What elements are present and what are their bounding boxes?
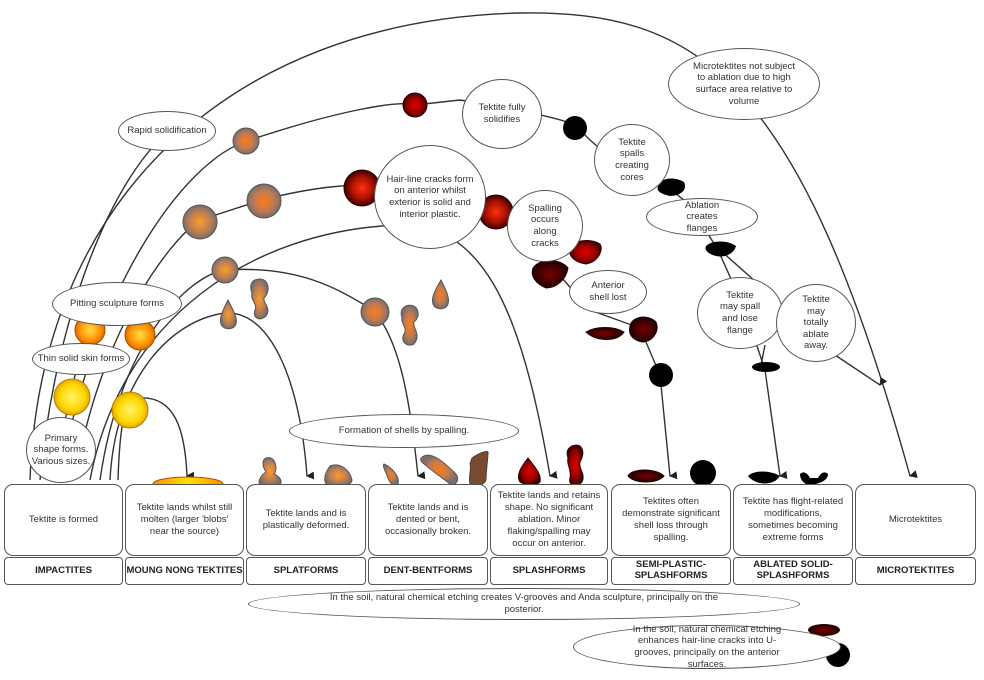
soil-shell — [808, 624, 840, 636]
bubble-anterior-shell-lost: Anterior shell lost — [569, 270, 647, 314]
cooling-droplet — [246, 183, 282, 219]
bubble-spalling-along-cracks: Spalling occurs along cracks — [507, 190, 583, 262]
bubble-rapid-solidification: Rapid solidification — [118, 111, 216, 151]
cooling-droplet — [182, 204, 218, 240]
splatform-shape — [324, 464, 353, 487]
dent-bent-shape — [383, 463, 399, 486]
bubble-soil-v-grooves: In the soil, natural chemical etching cr… — [248, 588, 800, 620]
category-description: Tektite lands and retains shape. No sign… — [490, 484, 608, 556]
core-black — [657, 178, 686, 196]
bubble-ablation-flanges: Ablation creates flanges — [646, 198, 758, 236]
bubble-soil-u-grooves: In the soil, natural chemical etching en… — [573, 624, 841, 670]
dumbbell-shape — [400, 304, 419, 346]
arc-rapid-solidification — [39, 129, 171, 481]
category-description: Tektite lands whilst still molten (large… — [125, 484, 244, 556]
category-name: MOUNG NONG TEKTITES — [125, 557, 244, 585]
category-name: IMPACTITES — [4, 557, 123, 585]
category-name: MICROTEKTITES — [855, 557, 976, 585]
teardrop-shape — [219, 298, 237, 330]
category-description: Tektite lands and is plastically deforme… — [246, 484, 366, 556]
bubble-formation-of-shells: Formation of shells by spalling. — [289, 414, 519, 448]
bubble-microtektites-not-ablated: Microtektites not subject to ablation du… — [668, 48, 820, 120]
category-name: SPLASHFORMS — [490, 557, 608, 585]
splashform-dumbbell — [566, 444, 584, 486]
category-description: Tektite has flight-related modifications… — [733, 484, 853, 556]
bubble-thin-solid-skin: Thin solid skin forms — [32, 343, 130, 375]
solid-black-tektite — [563, 116, 587, 140]
black-core — [649, 363, 673, 387]
semi-plastic-shell — [627, 469, 665, 483]
bubble-primary-shape: Primary shape forms. Various sizes. — [26, 417, 96, 483]
splatform-shape — [258, 457, 282, 487]
ablated-button-form — [800, 472, 828, 485]
category-description: Tektites often demonstrate significant s… — [611, 484, 731, 556]
tektite-bodies — [53, 92, 850, 667]
category-name: SPLATFORMS — [246, 557, 366, 585]
bubble-may-spall-lose-flange: Tektite may spall and lose flange — [697, 277, 783, 349]
cooling-droplet — [211, 256, 239, 284]
category-description: Microtektites — [855, 484, 976, 556]
broken-shape — [468, 451, 489, 486]
ablated-flanged-form — [748, 471, 780, 484]
bubble-pitting-sculpture: Pitting sculpture forms — [52, 282, 182, 326]
flanged-black — [705, 241, 736, 257]
arc-microtektites — [29, 12, 918, 481]
cooling-droplet — [232, 127, 260, 155]
splashform-teardrop — [517, 457, 541, 486]
category-name: DENT-BENTFORMS — [368, 557, 488, 585]
spalled-core — [629, 316, 658, 343]
molten-droplet-yellow — [53, 378, 91, 416]
category-name: ABLATED SOLID-SPLASHFORMS — [733, 557, 853, 585]
bubble-tektite-spalls-cores: Tektite spalls creating cores — [594, 124, 670, 196]
bubble-may-totally-ablate: Tektite may totally ablate away. — [776, 284, 856, 362]
semi-plastic-core — [690, 460, 716, 486]
dumbbell-shape — [250, 278, 269, 320]
bubble-tektite-fully-solidifies: Tektite fully solidifies — [462, 79, 542, 149]
bubble-hairline-cracks: Hair-line cracks form on anterior whilst… — [374, 145, 486, 249]
spalled-dark-shell — [531, 260, 569, 289]
molten-droplet-yellow — [111, 391, 149, 429]
category-description: Tektite lands and is dented or bent, occ… — [368, 484, 488, 556]
shell-fragment — [585, 327, 625, 340]
cooling-droplet — [360, 297, 390, 327]
teardrop-shape — [431, 278, 449, 310]
spalled-red-core — [569, 240, 602, 265]
lens-black — [752, 362, 780, 372]
category-description: Tektite is formed — [4, 484, 123, 556]
category-name: SEMI-PLASTIC-SPLASHFORMS — [611, 557, 731, 585]
solid-red-droplet — [402, 92, 428, 118]
dent-bent-shape — [420, 454, 459, 485]
